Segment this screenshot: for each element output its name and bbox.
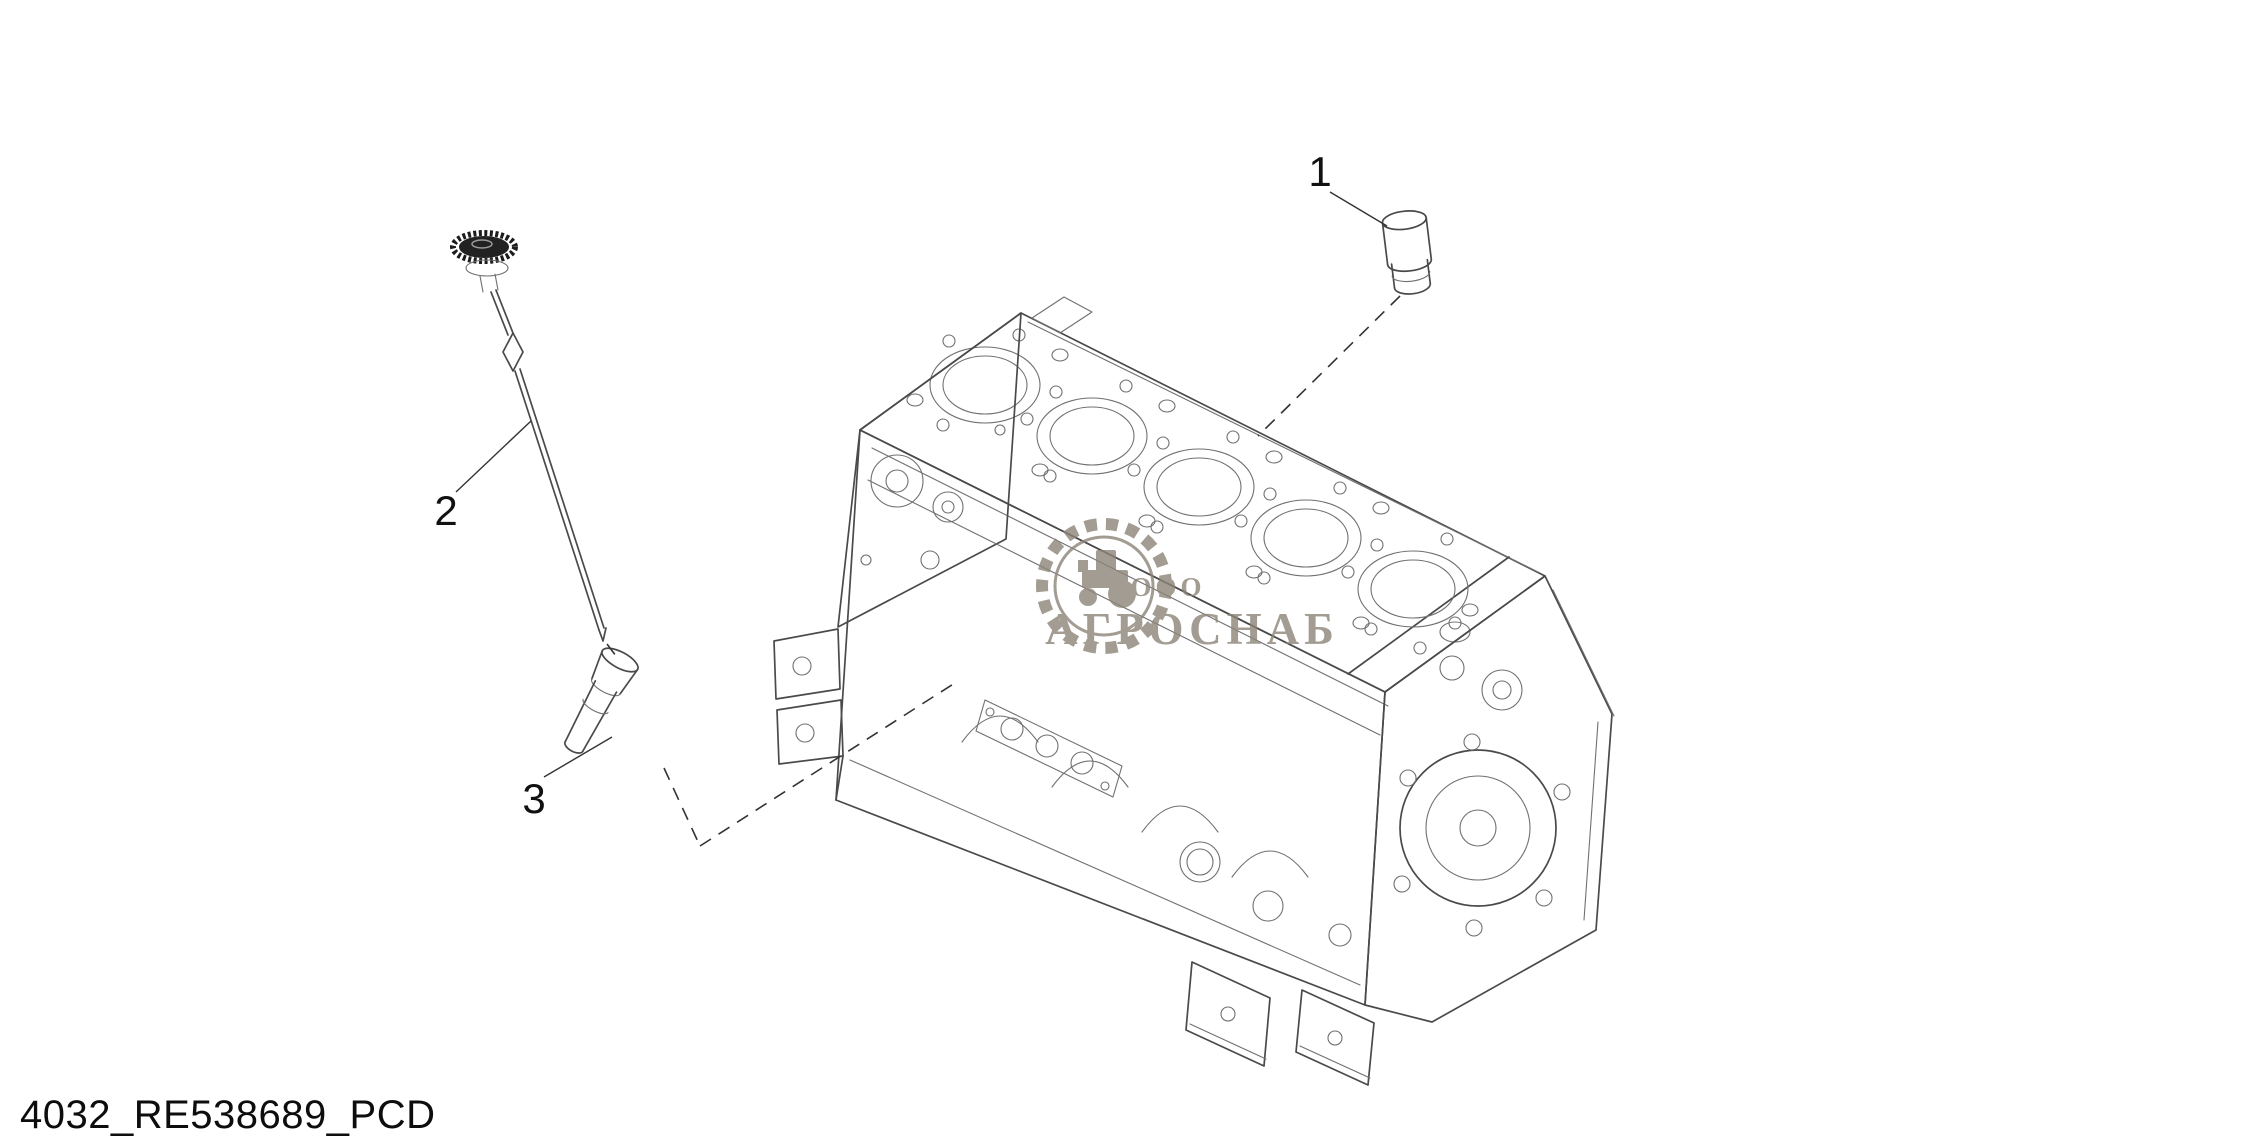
engine-block-drawing: [773, 296, 1615, 1086]
callout-3-label: 3: [522, 775, 545, 822]
mounting-feet: [1185, 961, 1375, 1086]
part-1-plug-drawing: [1381, 210, 1433, 295]
gear-icon: [1036, 518, 1172, 654]
dipstick-seal: [502, 332, 524, 372]
dashed-line-part1-to-block: [1257, 295, 1401, 437]
callout-1-label: 1: [1308, 148, 1331, 195]
dashed-line-rod-to-tube: [606, 643, 620, 661]
part-3-tube-drawing: [564, 647, 639, 754]
dashed-line-tube-to-corner: [663, 767, 701, 847]
rear-face: [1364, 575, 1615, 1023]
callout-3-leader: [543, 736, 613, 778]
tractor-icon: [1078, 550, 1136, 608]
drawing-number-label: 4032_RE538689_PCD: [20, 1093, 436, 1137]
dipstick-cap: [450, 230, 518, 264]
callout-2-label: 2: [434, 487, 457, 534]
watermark-company-prefix: ООО: [1130, 572, 1205, 602]
callout-2-leader: [455, 420, 532, 493]
callout-1-leader: [1329, 191, 1388, 227]
watermark: ООО АГРОСНАБ: [1036, 518, 1339, 654]
front-face: [837, 312, 1022, 628]
watermark-company-name: АГРОСНАБ: [1045, 604, 1339, 654]
part-2-dipstick-drawing: [450, 230, 607, 642]
side-face: [835, 429, 1386, 1006]
dashed-line-corner-to-block: [699, 680, 959, 847]
mount-lugs: [773, 628, 844, 801]
